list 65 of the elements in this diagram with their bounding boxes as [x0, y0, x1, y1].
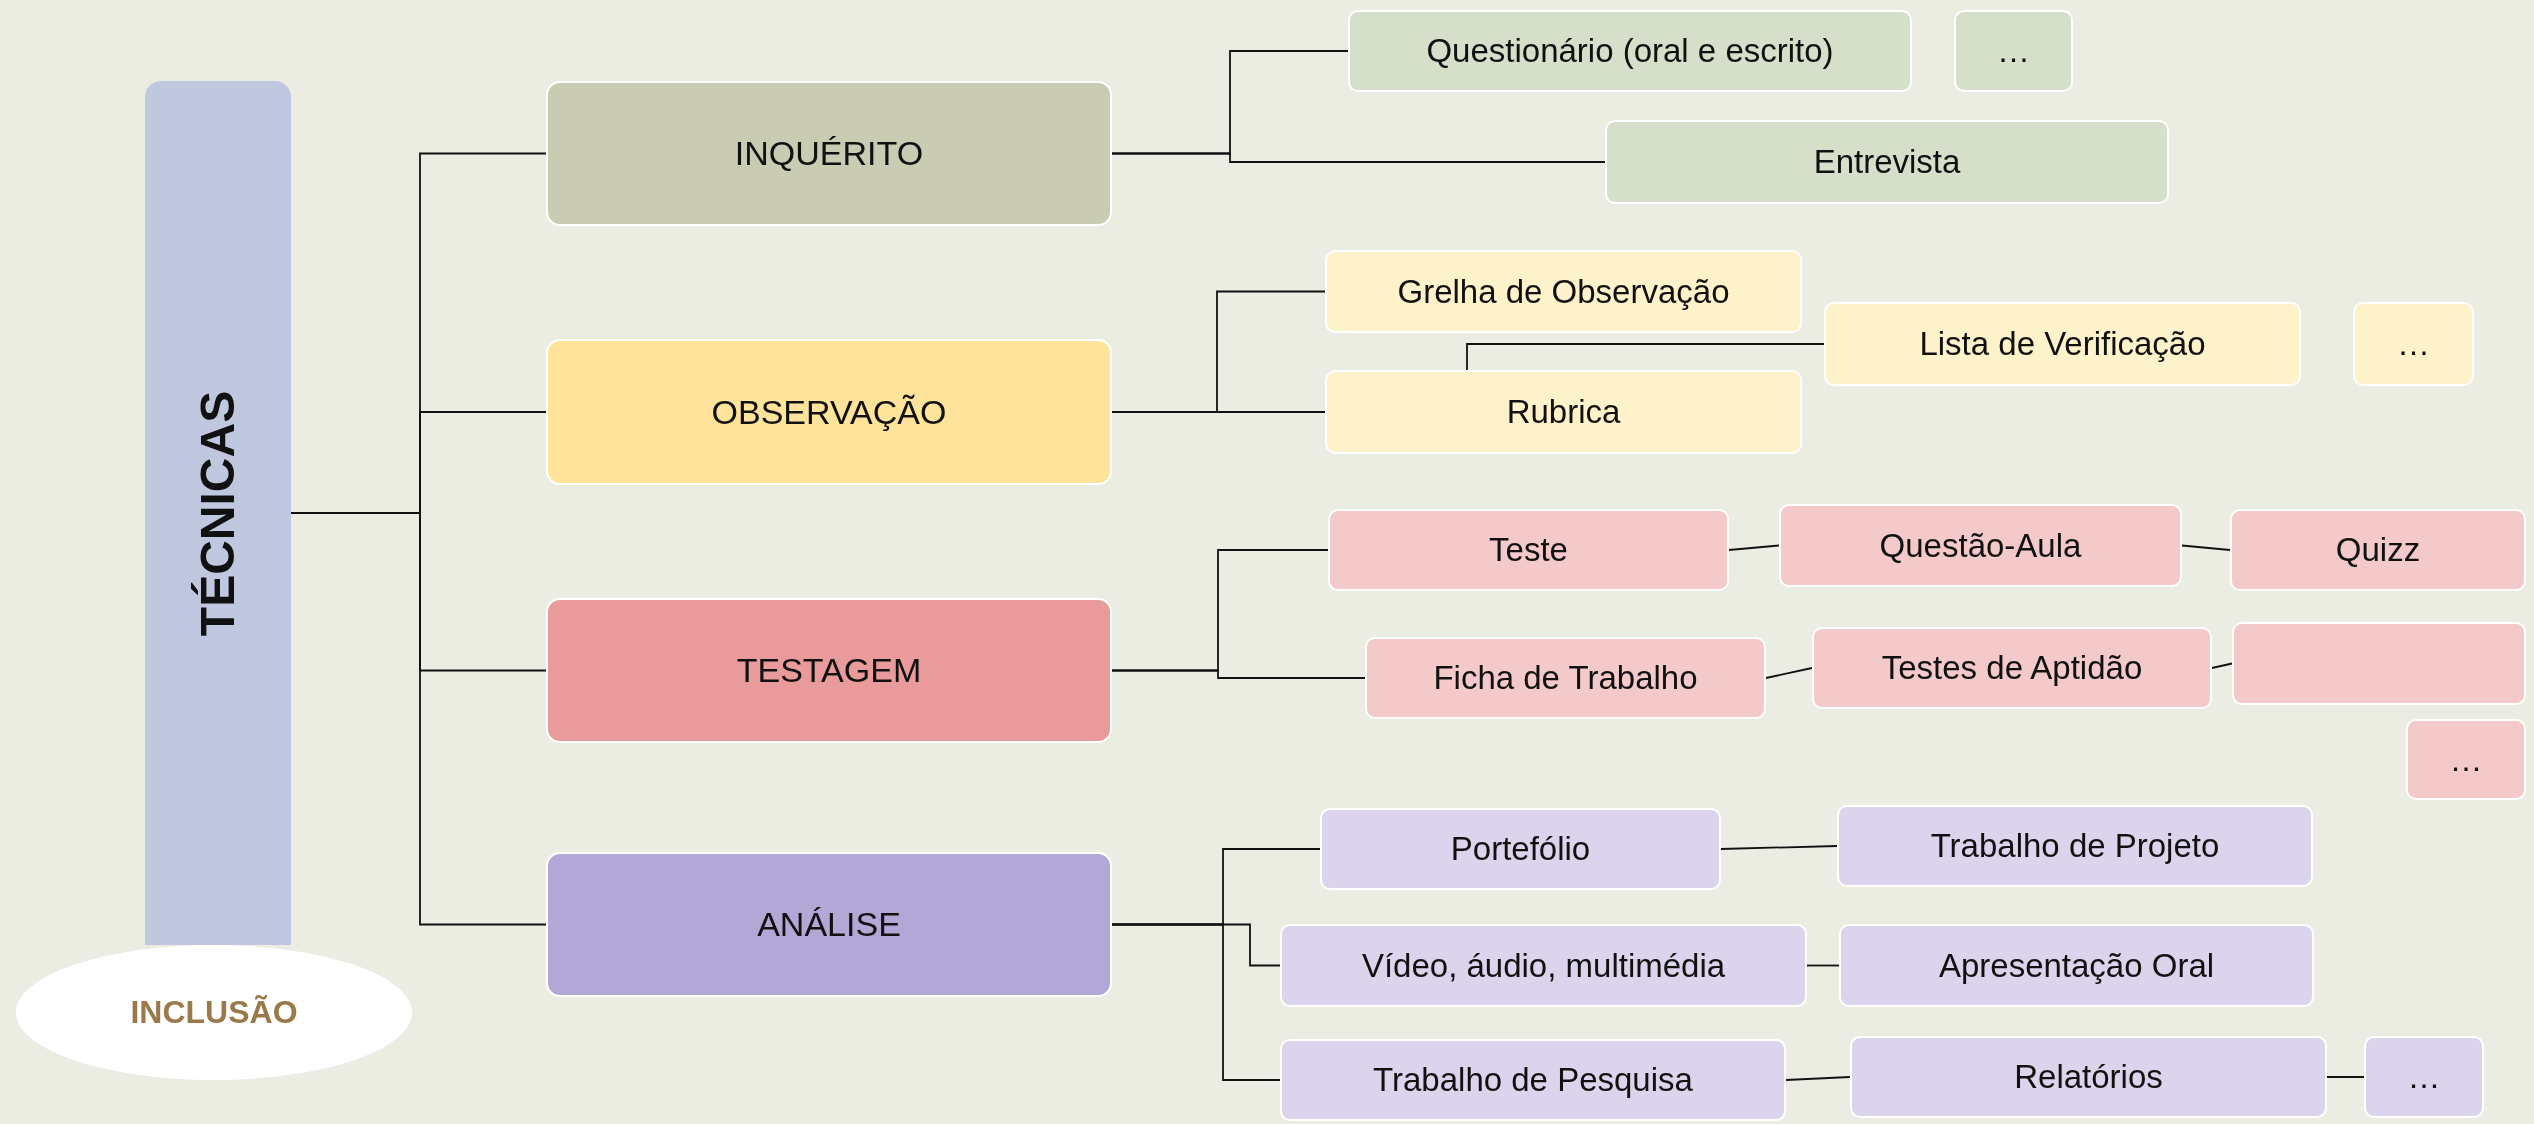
technique-label: Teste [1488, 531, 1569, 569]
technique-box [1824, 302, 2301, 386]
technique-box [1839, 924, 2314, 1007]
connector-line [2326, 1076, 2365, 1078]
technique-label: Entrevista [1812, 143, 1962, 181]
connector-line [1111, 411, 1326, 413]
technique-label: … [2448, 740, 2484, 779]
technique-box [1280, 1039, 1786, 1121]
technique-label: INCLUSÃO [129, 994, 299, 1031]
technique-box [1954, 10, 2073, 92]
connector-line [1806, 964, 1840, 967]
category-box [546, 339, 1112, 485]
connector-line [1785, 1076, 1851, 1081]
technique-label: … [2406, 1058, 2442, 1096]
technique-box [1320, 808, 1721, 890]
category-label: ANÁLISE [756, 905, 902, 944]
technique-box [2406, 719, 2526, 800]
vertical-title: TÉCNICAS [190, 389, 246, 638]
connector-line [1111, 152, 1606, 163]
technique-label: Trabalho de Projeto [1929, 827, 2221, 865]
technique-box [1779, 504, 2182, 587]
connector-line [1466, 343, 1825, 371]
technique-label: Questionário (oral e escrito) [1425, 32, 1835, 70]
category-box [546, 598, 1112, 743]
technique-box [1325, 370, 1802, 454]
technique-box [1348, 10, 1912, 92]
technique-label: … [1996, 32, 2031, 70]
connector-line [1111, 923, 1281, 1081]
connector-line [1720, 845, 1838, 850]
technique-label: Testes de Aptidão [1880, 649, 2144, 687]
technique-box [1325, 250, 1802, 333]
technique-box [1605, 120, 2169, 204]
connector-line [1765, 667, 1813, 679]
technique-label: Quizz [2334, 531, 2422, 569]
technique-box [2364, 1036, 2484, 1118]
category-label: OBSERVAÇÃO [710, 392, 948, 432]
technique-box [1280, 924, 1807, 1007]
category-label: INQUÉRITO [733, 134, 925, 173]
technique-label: Vídeo, áudio, multimédia [1360, 946, 1727, 985]
technique-box [2232, 622, 2526, 705]
technique-label: Trabalho de Pesquisa [1372, 1061, 1694, 1099]
connector-line [2181, 544, 2231, 551]
category-label: TESTAGEM [735, 651, 923, 690]
technique-label: Portefólio [1449, 830, 1592, 868]
connector-line [1111, 669, 1366, 679]
technique-box [1812, 627, 2212, 709]
technique-box [2230, 509, 2526, 591]
connector-line [1728, 544, 1780, 551]
technique-label: Ficha de Trabalho [1432, 659, 1699, 697]
title-bar [145, 81, 291, 945]
technique-label: Apresentação Oral [1937, 946, 2216, 985]
technique-label: Lista de Verificação [1918, 325, 2207, 363]
connector-line [2211, 662, 2233, 669]
category-box [546, 852, 1112, 997]
technique-label: Grelha de Observação [1396, 272, 1731, 311]
category-box [546, 81, 1112, 226]
technique-label: Rubrica [1505, 393, 1622, 431]
technique-box [2353, 302, 2474, 386]
technique-label: Questão-Aula [1878, 526, 2083, 565]
technique-box [1328, 509, 1729, 591]
technique-label: … [2396, 325, 2431, 363]
technique-box [1837, 805, 2313, 887]
technique-box [1365, 637, 1766, 719]
technique-label: Relatórios [2013, 1058, 2164, 1096]
technique-box [1850, 1036, 2327, 1118]
